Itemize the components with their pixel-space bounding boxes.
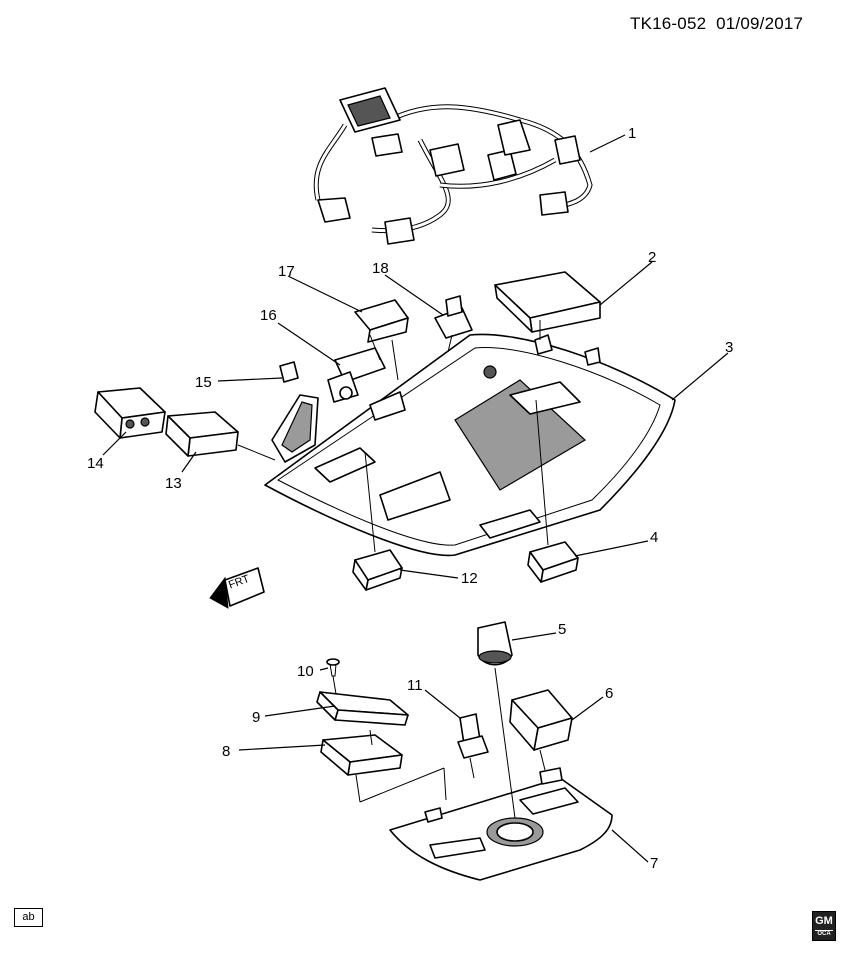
leader-lines bbox=[102, 134, 729, 863]
callout-14: 14 bbox=[87, 455, 104, 472]
switch-part-14 bbox=[94, 387, 166, 439]
connector-part-11 bbox=[457, 713, 489, 759]
callout-10: 10 bbox=[297, 663, 314, 680]
bracket-part-17 bbox=[354, 299, 409, 343]
module-part-2 bbox=[494, 271, 601, 333]
callout-18: 18 bbox=[372, 260, 389, 277]
callout-3: 3 bbox=[725, 339, 733, 356]
callout-2: 2 bbox=[648, 249, 656, 266]
lamp-part-4 bbox=[527, 541, 579, 583]
bracket-part-18 bbox=[434, 295, 473, 339]
screw-part-10 bbox=[326, 658, 340, 677]
wiring-harness bbox=[313, 87, 593, 245]
console-housing bbox=[264, 333, 676, 557]
tray-part-9 bbox=[316, 691, 409, 726]
callout-4: 4 bbox=[650, 529, 658, 546]
callout-11: 11 bbox=[407, 677, 423, 694]
lamp-part-12 bbox=[352, 549, 403, 591]
tray-part-8 bbox=[320, 734, 403, 776]
diagram-code: TK16-052 bbox=[630, 14, 707, 33]
callout-8: 8 bbox=[222, 743, 230, 760]
callout-7: 7 bbox=[650, 855, 658, 872]
diagram-header: TK16-052 01/09/2017 bbox=[630, 14, 803, 34]
callout-12: 12 bbox=[461, 570, 478, 587]
callout-15: 15 bbox=[195, 374, 212, 391]
callout-17: 17 bbox=[278, 263, 295, 280]
switch-part-13 bbox=[165, 411, 239, 457]
callout-6: 6 bbox=[605, 685, 613, 702]
callout-13: 13 bbox=[165, 475, 182, 492]
callout-9: 9 bbox=[252, 709, 260, 726]
callout-numbers: 1 2 3 4 5 6 7 8 9 10 11 12 13 14 15 16 1… bbox=[87, 125, 733, 872]
clip-part-15 bbox=[279, 361, 299, 383]
callout-16: 16 bbox=[260, 307, 277, 324]
callout-1: 1 bbox=[628, 125, 636, 142]
ab-box: ab bbox=[14, 908, 43, 927]
callout-5: 5 bbox=[558, 621, 566, 638]
front-direction-arrow: FRT bbox=[209, 567, 265, 609]
bracket-part-16 bbox=[327, 347, 386, 403]
assembly-lines bbox=[237, 320, 549, 819]
switch-housing-part-6 bbox=[509, 689, 573, 751]
diagram-date: 01/09/2017 bbox=[716, 14, 804, 33]
knob-part-5 bbox=[477, 621, 513, 666]
bezel-part-7 bbox=[389, 767, 613, 881]
